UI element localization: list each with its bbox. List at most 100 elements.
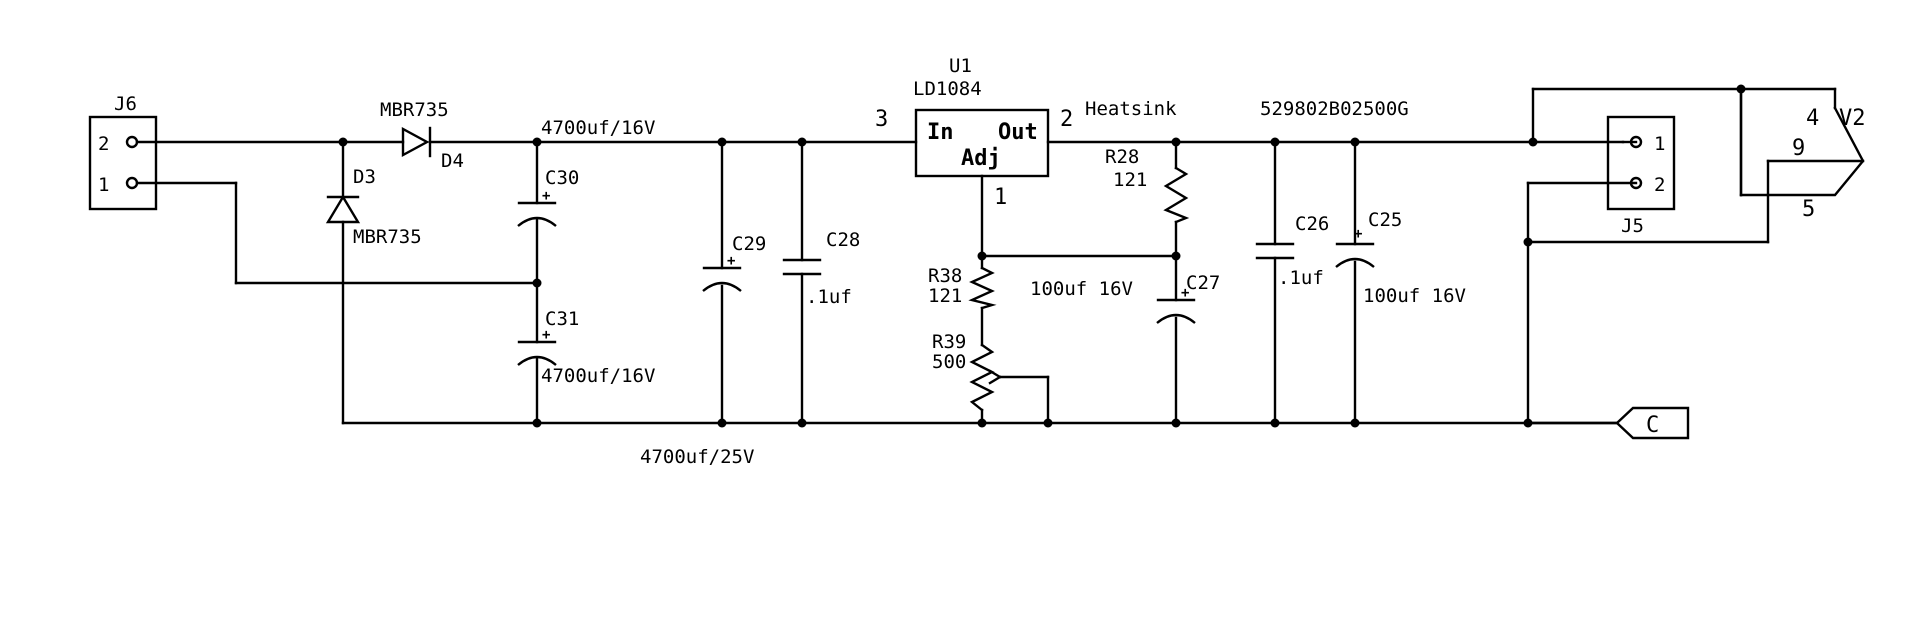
capacitor-c25-ref: C25 bbox=[1368, 209, 1402, 231]
switch-v2-pin-9: 9 bbox=[1792, 136, 1805, 161]
capacitor-c31: + C31 bbox=[517, 308, 579, 366]
capacitor-c30-plus: + bbox=[542, 188, 550, 204]
regulator-u1-ref: U1 bbox=[949, 55, 972, 77]
resistor-r38: R38 121 bbox=[928, 265, 997, 310]
connector-j6-pin-1 bbox=[125, 176, 139, 190]
diode-d4-part: MBR735 bbox=[380, 99, 449, 121]
resistor-r38-value: 121 bbox=[928, 285, 962, 307]
capacitor-c26-ref: C26 bbox=[1295, 213, 1329, 235]
diode-d4: MBR735 D4 bbox=[380, 99, 464, 172]
junction-dot bbox=[1270, 418, 1280, 428]
switch-v2-pin-5: 5 bbox=[1802, 197, 1815, 222]
junction-dot bbox=[1043, 418, 1053, 428]
junction-dot bbox=[977, 418, 987, 428]
potentiometer-r39-value: 500 bbox=[932, 351, 966, 373]
resistor-r38-ref: R38 bbox=[928, 265, 962, 287]
capacitor-c27-value: 100uf 16V bbox=[1030, 278, 1133, 300]
resistor-r28-ref: R28 bbox=[1105, 146, 1139, 168]
connector-j6-pin-2-num: 2 bbox=[98, 133, 109, 155]
junction-dot bbox=[1350, 137, 1360, 147]
connector-j5-ref: J5 bbox=[1621, 215, 1644, 237]
diode-d3: D3 MBR735 bbox=[325, 166, 422, 248]
switch-v2-ref: V2 bbox=[1839, 106, 1866, 131]
port-c-shape bbox=[1615, 406, 1690, 440]
junction-dot bbox=[977, 251, 987, 261]
heatsink-label: Heatsink bbox=[1085, 98, 1177, 120]
junctions bbox=[338, 84, 1746, 428]
potentiometer-r39-ref: R39 bbox=[932, 331, 966, 353]
connector-j6-pin-1-num: 1 bbox=[98, 174, 109, 196]
connector-j6-ref: J6 bbox=[114, 93, 137, 115]
junction-dot bbox=[532, 418, 542, 428]
connector-j5-pin-1-num: 1 bbox=[1654, 133, 1665, 155]
capacitor-c27-plus: + bbox=[1181, 285, 1189, 301]
regulator-pin-adj-number: 1 bbox=[994, 185, 1007, 210]
port-c: C bbox=[1615, 406, 1690, 440]
capacitor-c30: + C30 bbox=[517, 167, 579, 227]
diode-d3-part: MBR735 bbox=[353, 226, 422, 248]
diode-d3-ref: D3 bbox=[353, 166, 376, 188]
junction-dot bbox=[1350, 418, 1360, 428]
diode-d4-ref: D4 bbox=[441, 150, 464, 172]
connector-j6-body bbox=[88, 115, 158, 211]
capacitor-c31-value: 4700uf/16V bbox=[541, 365, 655, 387]
resistor-r28: R28 121 bbox=[1105, 146, 1190, 224]
capacitor-c30-value: 4700uf/16V bbox=[541, 117, 655, 139]
junction-dot bbox=[532, 278, 542, 288]
diode-d3-symbol bbox=[325, 194, 361, 224]
regulator-pin-in-number: 3 bbox=[875, 107, 888, 132]
junction-dot bbox=[532, 137, 542, 147]
junction-dot bbox=[1523, 418, 1533, 428]
connector-j5-pin-1 bbox=[1629, 135, 1643, 149]
connector-j5-body bbox=[1606, 115, 1676, 211]
regulator-u1-body bbox=[914, 108, 1050, 178]
capacitor-c29-plus: + bbox=[727, 253, 735, 269]
junction-dot bbox=[1171, 251, 1181, 261]
capacitor-c31-plus: + bbox=[542, 327, 550, 343]
heatsink-part-number: 529802B02500G bbox=[1260, 98, 1409, 120]
connector-j6: J6 2 1 bbox=[88, 93, 158, 211]
capacitor-c27-ref: C27 bbox=[1186, 272, 1220, 294]
capacitor-c29-value: 4700uf/25V bbox=[640, 446, 754, 468]
capacitor-c26: C26 .1uf bbox=[1255, 213, 1329, 289]
capacitor-c29: + C29 bbox=[702, 233, 766, 292]
connector-j5-pin-2-num: 2 bbox=[1654, 174, 1665, 196]
switch-v2: 4 V2 9 5 bbox=[1739, 87, 1866, 222]
capacitor-c28-ref: C28 bbox=[826, 229, 860, 251]
capacitor-c31-ref: C31 bbox=[545, 308, 579, 330]
junction-dot bbox=[1270, 137, 1280, 147]
junction-dot bbox=[1528, 137, 1538, 147]
junction-dot bbox=[717, 137, 727, 147]
junction-dot bbox=[1171, 137, 1181, 147]
junction-dot bbox=[1171, 418, 1181, 428]
connector-j6-pin-2 bbox=[125, 135, 139, 149]
capacitor-c29-ref: C29 bbox=[732, 233, 766, 255]
capacitor-c26-value: .1uf bbox=[1278, 267, 1324, 289]
regulator-u1-part: LD1084 bbox=[913, 78, 982, 100]
capacitor-c30-ref: C30 bbox=[545, 167, 579, 189]
junction-dot bbox=[338, 137, 348, 147]
diode-d4-symbol bbox=[401, 126, 430, 158]
capacitor-c25: + C25 bbox=[1335, 209, 1402, 268]
capacitor-c25-value: 100uf 16V bbox=[1363, 285, 1466, 307]
junction-dot bbox=[717, 418, 727, 428]
junction-dot bbox=[797, 418, 807, 428]
resistor-r28-value: 121 bbox=[1113, 169, 1147, 191]
switch-v2-pin-4: 4 bbox=[1806, 106, 1819, 131]
connector-j5: 1 2 J5 bbox=[1606, 115, 1676, 237]
potentiometer-r39: R39 500 bbox=[932, 331, 1002, 412]
regulator-out-label: Out bbox=[998, 120, 1038, 145]
regulator-pin-out-number: 2 bbox=[1060, 107, 1073, 132]
capacitor-c27: + C27 bbox=[1156, 272, 1220, 324]
capacitor-c25-plus: + bbox=[1354, 226, 1362, 242]
capacitor-c28: C28 .1uf bbox=[782, 229, 860, 308]
junction-dot bbox=[1523, 237, 1533, 247]
regulator-in-label: In bbox=[927, 120, 954, 145]
capacitor-c28-value: .1uf bbox=[806, 286, 852, 308]
port-c-label: C bbox=[1646, 413, 1659, 438]
junction-dot bbox=[797, 137, 807, 147]
regulator-u1: U1 LD1084 In Out Adj 3 2 1 Heatsink 5298… bbox=[875, 55, 1409, 210]
regulator-adj-label: Adj bbox=[961, 146, 1001, 171]
connector-j5-pin-2 bbox=[1629, 176, 1643, 190]
